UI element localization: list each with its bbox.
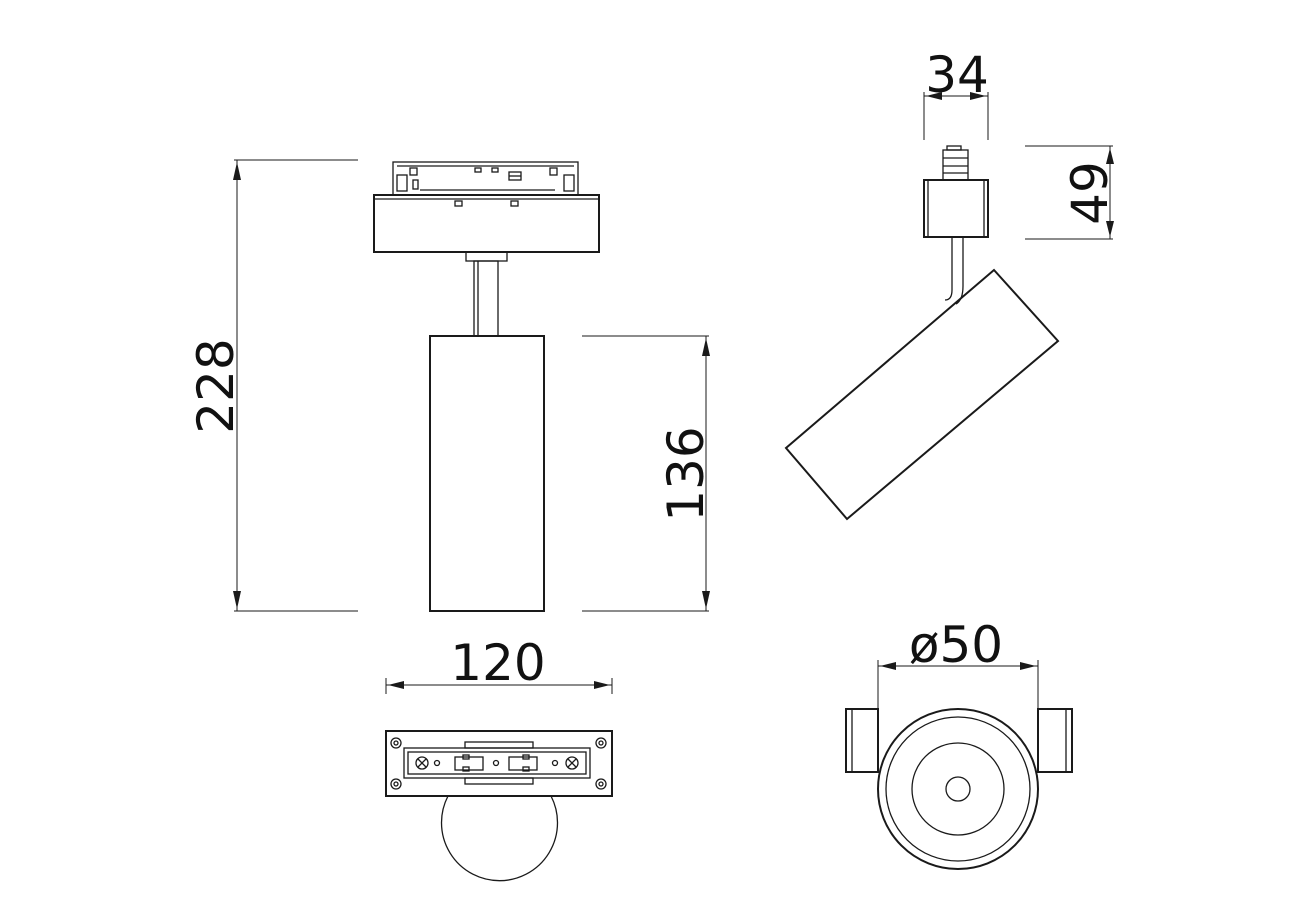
adapter-side xyxy=(923,145,989,238)
lens-outer-ring xyxy=(877,708,1039,870)
dimension-total-height: 228 xyxy=(187,159,358,612)
dimension-label-diameter: ø50 xyxy=(909,616,1003,674)
lens-view xyxy=(845,708,1073,870)
dimension-adapter-height: 49 xyxy=(1025,145,1119,240)
dimension-body-height: 136 xyxy=(582,335,715,612)
dimension-label-120: 120 xyxy=(450,634,545,692)
body-circle-top xyxy=(440,795,559,882)
track-connector-front xyxy=(392,161,579,196)
lens-reflector xyxy=(911,742,1005,836)
track-housing-front xyxy=(373,194,600,253)
dimension-label-49: 49 xyxy=(1061,161,1119,225)
dimension-label-34: 34 xyxy=(925,46,989,104)
stem-side xyxy=(944,237,964,305)
dimension-track-width: 120 xyxy=(385,634,613,694)
dimension-label-228: 228 xyxy=(187,338,245,433)
dimension-label-136: 136 xyxy=(657,426,715,521)
body-tilted xyxy=(784,268,1060,521)
front-view xyxy=(373,161,600,612)
body-front xyxy=(429,335,545,612)
lens-center xyxy=(945,776,971,802)
dimension-diameter: ø50 xyxy=(877,616,1039,740)
stem-front xyxy=(465,251,508,337)
top-view-track xyxy=(385,730,613,882)
side-view xyxy=(784,145,1060,521)
dimension-adapter-width: 34 xyxy=(923,46,989,140)
